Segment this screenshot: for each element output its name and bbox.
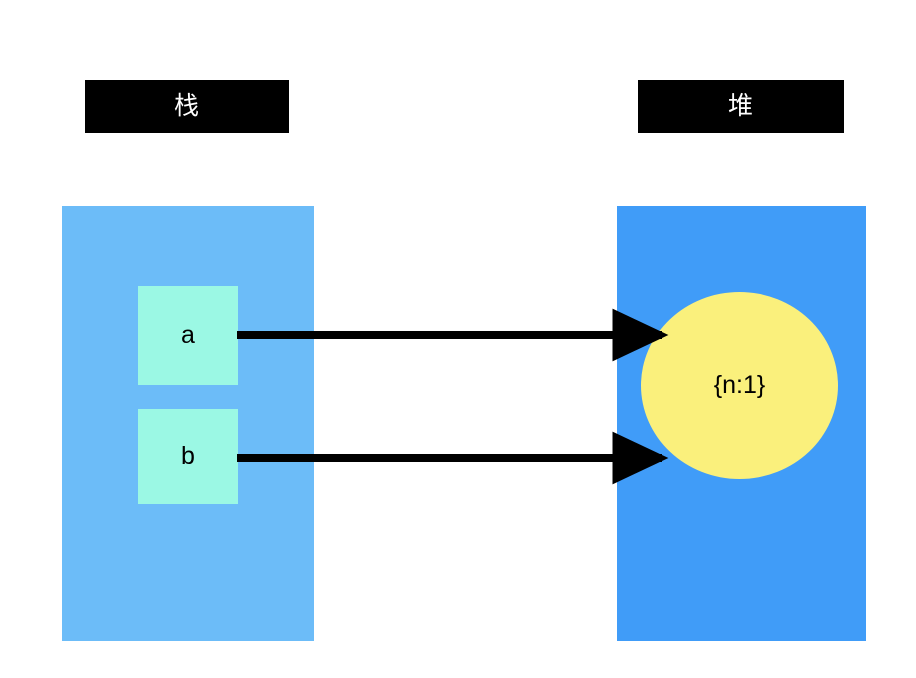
heap-memory-panel: {n:1} [617, 206, 866, 641]
heap-title-banner: 堆 [638, 80, 844, 133]
stack-memory-panel: a b [62, 206, 314, 641]
stack-variable-cell-b: b [138, 409, 238, 504]
stack-variable-label-b: b [181, 442, 195, 470]
stack-variable-label-a: a [181, 321, 195, 349]
stack-title-banner: 栈 [85, 80, 289, 133]
stack-title-label: 栈 [173, 92, 200, 120]
heap-object-circle: {n:1} [641, 292, 838, 479]
heap-title-label: 堆 [727, 92, 754, 120]
stack-variable-cell-a: a [138, 286, 238, 385]
heap-object-label: {n:1} [713, 371, 766, 399]
